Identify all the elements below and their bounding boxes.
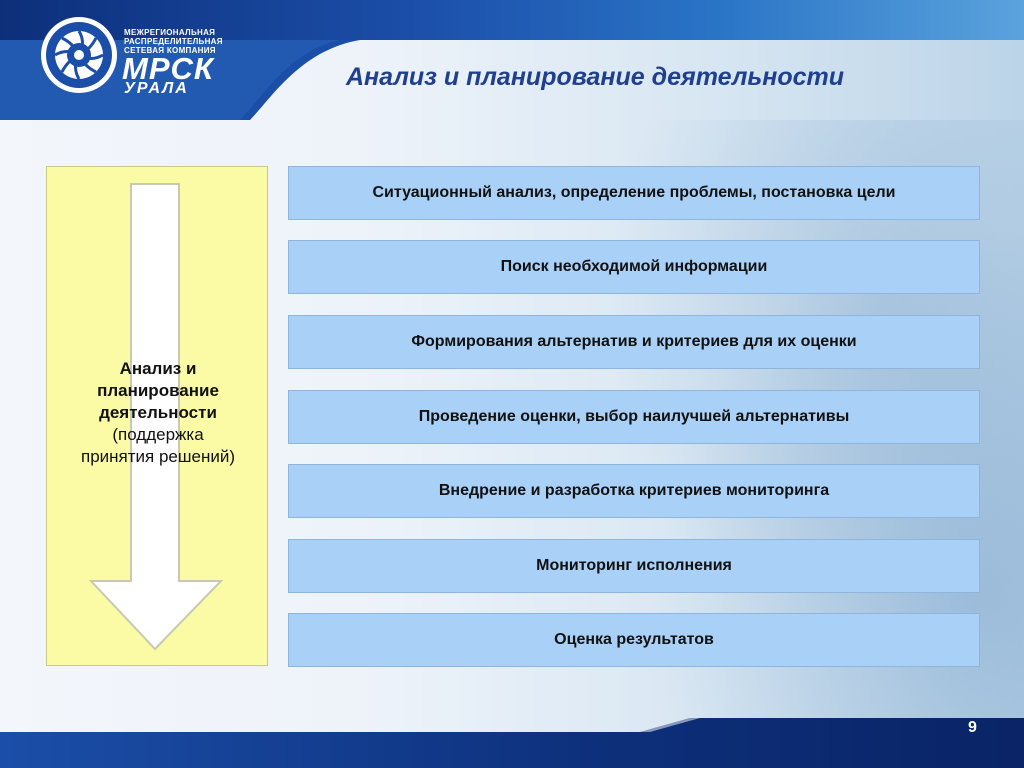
- step-implementation: Внедрение и разработка критериев монитор…: [288, 464, 980, 518]
- header-band: [0, 0, 1024, 40]
- panel-label-line: планирование: [97, 381, 219, 400]
- logo-name: МРСК: [122, 51, 214, 86]
- step-alternatives: Формирования альтернатив и критериев для…: [288, 315, 980, 369]
- logo-company-type: МЕЖРЕГИОНАЛЬНАЯ РАСПРЕДЕЛИТЕЛЬНАЯ СЕТЕВА…: [124, 28, 254, 55]
- company-logo: МЕЖРЕГИОНАЛЬНАЯ РАСПРЕДЕЛИТЕЛЬНАЯ СЕТЕВА…: [38, 14, 258, 104]
- step-situational-analysis: Ситуационный анализ, определение проблем…: [288, 166, 980, 220]
- page-number: 9: [968, 719, 977, 736]
- panel-label-line: Анализ и: [119, 359, 197, 378]
- logo-line: РАСПРЕДЕЛИТЕЛЬНАЯ: [124, 37, 223, 46]
- page-title: Анализ и планирование деятельности: [346, 63, 844, 91]
- mrsk-emblem-icon: [41, 17, 117, 93]
- logo-line: МЕЖРЕГИОНАЛЬНАЯ: [124, 28, 216, 37]
- footer-band: [0, 718, 1024, 768]
- logo-region: УРАЛА: [124, 80, 189, 97]
- step-results: Оценка результатов: [288, 613, 980, 667]
- panel-label-line: принятия решений): [80, 447, 235, 466]
- step-evaluation: Проведение оценки, выбор наилучшей альте…: [288, 390, 980, 444]
- panel-label-line: (поддержка: [112, 425, 204, 444]
- panel-label-line: деятельности: [99, 403, 217, 422]
- step-monitoring: Мониторинг исполнения: [288, 539, 980, 593]
- logo-line: СЕТЕВАЯ КОМПАНИЯ: [124, 46, 216, 55]
- down-arrow-icon: [89, 183, 223, 651]
- step-information-search: Поиск необходимой информации: [288, 240, 980, 294]
- process-panel-label: Анализ и планирование деятельности (подд…: [50, 358, 266, 468]
